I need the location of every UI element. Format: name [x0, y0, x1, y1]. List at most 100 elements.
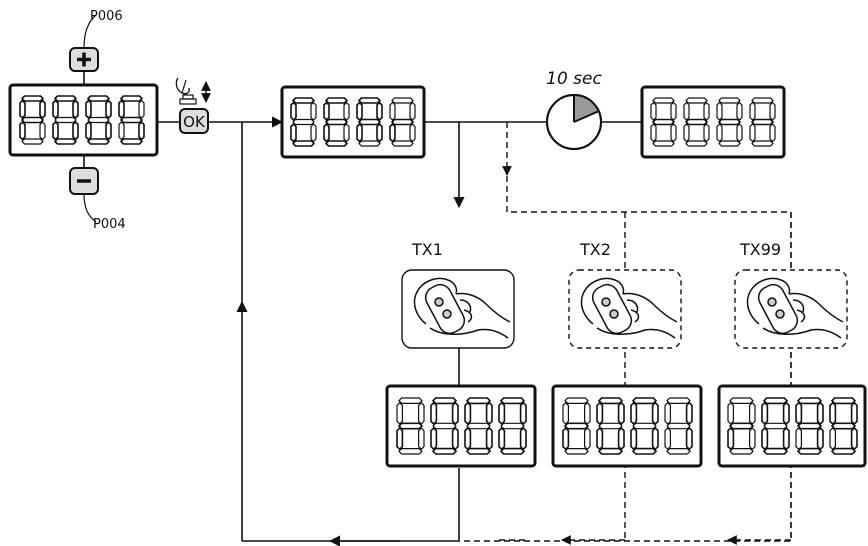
segment-e	[749, 123, 756, 143]
display-digit	[356, 97, 383, 147]
timer-label: 10 sec	[546, 69, 602, 89]
segment-e	[464, 426, 472, 451]
segment-b	[310, 101, 317, 121]
display-digit	[118, 95, 145, 145]
segment-g	[87, 116, 110, 124]
tx1-label: TX1	[411, 240, 443, 259]
segment-e	[727, 426, 735, 451]
hand-remote-icon	[580, 277, 678, 339]
dashed-lines	[459, 122, 792, 545]
segment-a	[729, 397, 754, 404]
segment-b	[769, 101, 776, 121]
segment-b	[451, 401, 459, 426]
press-button-icon	[175, 77, 211, 105]
segment-c	[850, 426, 858, 451]
segment-b	[519, 401, 527, 426]
segment-f	[498, 401, 506, 426]
segment-a	[564, 397, 589, 404]
segment-f	[683, 101, 690, 121]
segment-g	[598, 422, 623, 430]
clock-icon	[546, 94, 602, 150]
ok-button[interactable]: OK	[179, 108, 209, 134]
segment-f	[716, 101, 723, 121]
segment-d	[685, 140, 708, 147]
segment-e	[596, 426, 604, 451]
segment-d	[718, 140, 741, 147]
remote-tx2	[568, 269, 682, 349]
segment-f	[464, 401, 472, 426]
segment-a	[291, 97, 316, 104]
connection-lines	[157, 116, 642, 546]
segment-g	[796, 422, 823, 430]
minus-button[interactable]	[69, 155, 99, 195]
display-digit	[323, 97, 350, 147]
plus-button[interactable]	[69, 47, 99, 85]
remote-tx1	[401, 269, 515, 349]
segment-f	[596, 401, 604, 426]
segment-c	[451, 426, 459, 451]
segment-a	[398, 397, 423, 404]
segment-d	[86, 138, 111, 145]
display-digit	[498, 397, 527, 455]
display-digit	[389, 97, 416, 147]
segment-d	[291, 140, 316, 147]
segment-b	[376, 101, 383, 122]
segment-a	[666, 397, 691, 404]
segment-g	[390, 118, 415, 126]
segment-e	[664, 427, 672, 451]
tx1-code-display	[385, 384, 537, 468]
segment-e	[562, 426, 570, 451]
segment-b	[816, 401, 824, 426]
remote-tx99	[734, 269, 848, 349]
segment-d	[762, 447, 789, 455]
segment-a	[86, 95, 111, 102]
segment-b	[685, 401, 693, 426]
segment-b	[418, 401, 425, 425]
segment-d	[398, 448, 423, 455]
segment-g	[684, 118, 709, 126]
idle-display	[640, 85, 786, 159]
segment-a	[431, 397, 458, 405]
segment-e	[85, 120, 92, 141]
segment-f	[52, 99, 59, 120]
segment-f	[650, 101, 657, 121]
segment-e	[630, 426, 638, 451]
segment-e	[498, 426, 506, 451]
segment-f	[323, 101, 330, 122]
segment-d	[666, 448, 691, 455]
segment-d	[564, 448, 589, 455]
segment-f	[290, 101, 297, 122]
segment-e	[118, 121, 125, 141]
segment-a	[685, 97, 708, 104]
segment-c	[816, 426, 824, 451]
segment-d	[391, 140, 414, 147]
segment-e	[356, 122, 363, 143]
segment-f	[829, 401, 837, 426]
segment-c	[519, 426, 527, 451]
segment-g	[763, 422, 788, 430]
display-digit	[761, 397, 790, 455]
segment-c	[376, 122, 383, 143]
display-digit	[464, 397, 493, 455]
display-digit	[749, 97, 776, 147]
segment-b	[850, 401, 858, 426]
segment-b	[485, 401, 493, 426]
segment-b	[617, 401, 625, 426]
segment-e	[650, 123, 657, 143]
segment-e	[389, 122, 396, 143]
segment-g	[750, 118, 775, 126]
param-display	[8, 83, 159, 157]
segment-d	[53, 138, 78, 145]
segment-f	[761, 401, 769, 426]
segment-a	[597, 397, 624, 405]
segment-a	[324, 97, 349, 104]
segment-a	[357, 97, 382, 104]
display-digit	[683, 97, 710, 147]
segment-f	[630, 401, 638, 426]
segment-b	[138, 99, 145, 119]
display-digit	[396, 397, 425, 455]
segment-e	[430, 426, 438, 451]
segment-e	[683, 123, 690, 143]
segment-f	[562, 401, 570, 425]
